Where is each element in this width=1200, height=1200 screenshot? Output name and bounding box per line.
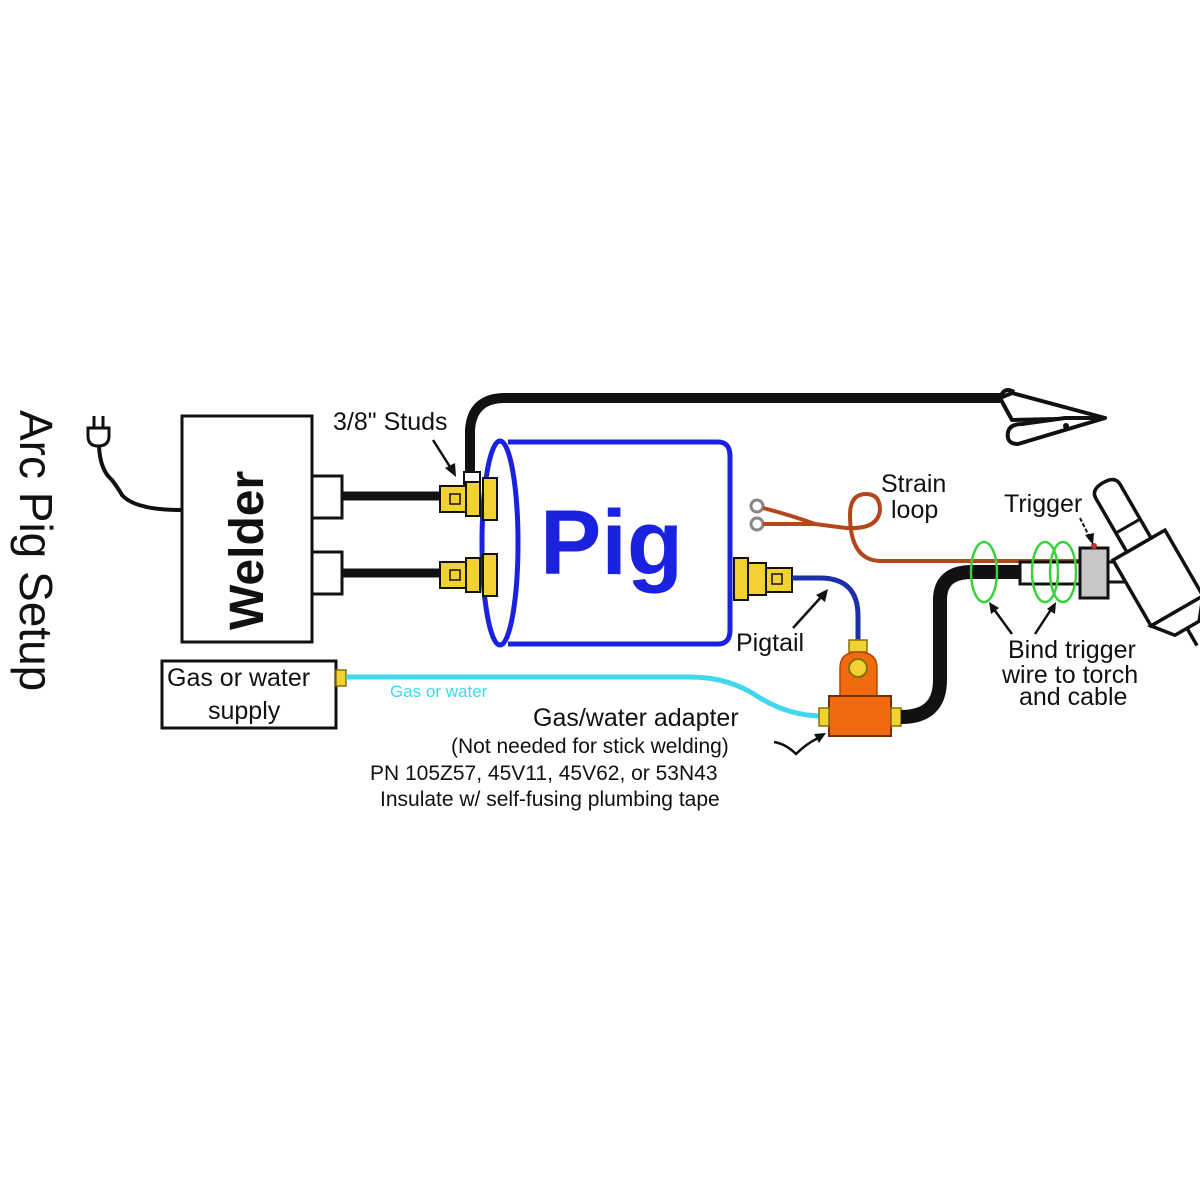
welder-terminal-top	[310, 474, 344, 520]
binding-wraps	[969, 540, 1078, 604]
ground-cable	[465, 393, 1000, 472]
bind-label-3: and cable	[1019, 683, 1127, 711]
gas-supply-label-1: Gas or water	[167, 664, 310, 692]
studs-label: 3/8" Studs	[333, 408, 448, 436]
power-plug-icon	[86, 416, 111, 448]
trigger-button	[1091, 543, 1097, 549]
trigger-wire	[762, 491, 1090, 563]
trigger-arrow	[1079, 517, 1094, 545]
welder-box: Welder	[180, 414, 344, 644]
gas-line-label: Gas or water	[390, 682, 488, 701]
stud-bottom	[439, 553, 498, 597]
stud-top	[439, 471, 498, 521]
bind-arrows	[989, 602, 1056, 635]
strain-loop-label-1: Strain	[881, 470, 946, 498]
gas-line	[346, 674, 823, 719]
pigtail-hose	[792, 575, 861, 640]
pig-label: Pig	[540, 492, 683, 594]
tig-torch-icon	[1018, 477, 1200, 647]
diagram-title: Arc Pig Setup	[10, 410, 62, 691]
adapter-title: Gas/water adapter	[533, 704, 739, 732]
welder-label: Welder	[221, 471, 274, 630]
torch-cable	[900, 565, 1030, 724]
welder-terminal-bottom	[310, 550, 344, 596]
gas-supply-box: Gas or water supply	[160, 659, 347, 730]
gas-supply-label-2: supply	[208, 697, 281, 725]
adapter-note-1: (Not needed for stick welding)	[451, 735, 729, 758]
pig-cylinder: Pig	[479, 438, 733, 648]
adapter-note-2: PN 105Z57, 45V11, 45V62, or 53N43	[370, 762, 718, 785]
pigtail-connector	[733, 557, 793, 601]
gas-water-adapter	[818, 639, 902, 737]
bind-label-2: wire to torch	[1001, 661, 1138, 689]
adapter-arrow	[773, 733, 826, 756]
pigtail-arrow	[792, 589, 828, 629]
pigtail-label: Pigtail	[736, 629, 804, 657]
trigger-label: Trigger	[1004, 490, 1082, 518]
ring-terminals	[749, 498, 765, 532]
bind-label-1: Bind trigger	[1008, 636, 1136, 664]
alligator-clamp-icon	[998, 388, 1107, 446]
strain-loop-label-2: loop	[891, 496, 938, 524]
power-cord	[97, 445, 183, 512]
adapter-note-3: Insulate w/ self-fusing plumbing tape	[380, 788, 720, 811]
studs-arrow	[431, 439, 456, 477]
